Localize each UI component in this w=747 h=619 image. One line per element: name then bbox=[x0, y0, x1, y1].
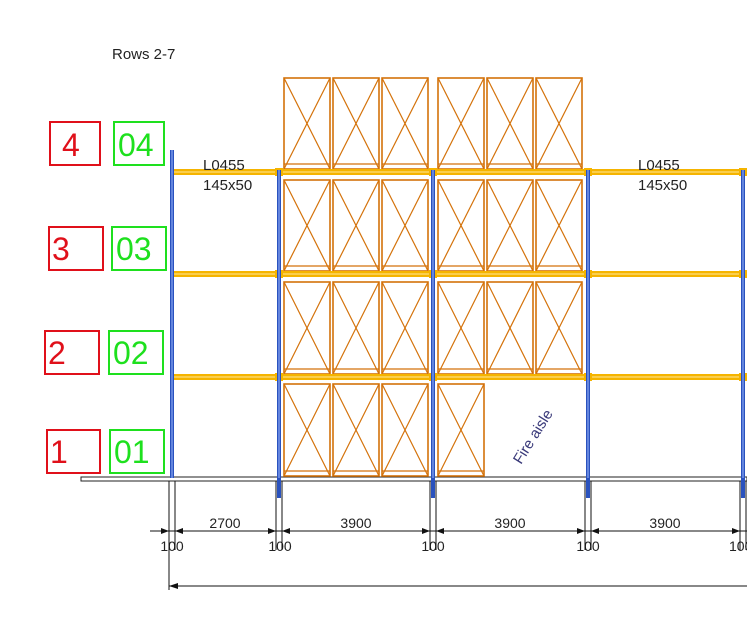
level-number-box bbox=[48, 226, 104, 271]
pallet-diagonal bbox=[535, 281, 583, 375]
uprights bbox=[170, 150, 745, 498]
pallet-diagonal bbox=[332, 383, 380, 477]
level-code: 01 bbox=[114, 434, 150, 470]
level-number: 3 bbox=[52, 231, 70, 267]
beams bbox=[172, 168, 747, 381]
level-number: 1 bbox=[50, 434, 68, 470]
pallet-diagonal bbox=[381, 179, 429, 272]
pallet-diagonal bbox=[381, 383, 429, 477]
level-number-box bbox=[44, 330, 100, 375]
dimension-arrow bbox=[169, 583, 178, 589]
drawing-title: Rows 2-7 bbox=[112, 46, 175, 63]
pallet-diagonal bbox=[486, 281, 534, 375]
dimension-arrow bbox=[577, 528, 585, 534]
dimension-arrow bbox=[282, 528, 290, 534]
pallet-diagonal bbox=[486, 179, 534, 272]
pallet-diagonal bbox=[283, 179, 331, 272]
upright-width-label: 100 bbox=[160, 538, 184, 554]
pallet-diagonal bbox=[437, 179, 485, 272]
level-code: 03 bbox=[116, 231, 152, 267]
level-marker-2: 2 02 bbox=[44, 330, 164, 375]
pallet-diagonal bbox=[535, 77, 583, 170]
dimension-lines: 2700 3900 3900 3900 100 100 100 100 100 bbox=[150, 481, 747, 590]
level-code-box bbox=[108, 330, 164, 375]
beam-code: L0455 bbox=[638, 157, 680, 174]
beam-label-left: L0455 145x50 bbox=[203, 157, 252, 194]
level-number: 4 bbox=[62, 127, 80, 163]
fire-aisle-label: Fire aisle bbox=[510, 406, 557, 467]
upright-width-label: 100 bbox=[268, 538, 292, 554]
level-marker-4: 4 04 bbox=[49, 121, 165, 166]
level-code-box bbox=[111, 226, 167, 271]
upright-width-label: 100 bbox=[576, 538, 600, 554]
pallet-diagonal bbox=[332, 77, 380, 170]
level-code: 04 bbox=[118, 127, 154, 163]
bay-width-label: 2700 bbox=[209, 515, 240, 531]
dimension-arrow bbox=[591, 528, 599, 534]
level-code-box bbox=[113, 121, 165, 166]
floor-line bbox=[80, 476, 747, 482]
pallet-diagonal bbox=[535, 179, 583, 272]
pallet-diagonal bbox=[381, 281, 429, 375]
pallet-diagonal bbox=[283, 383, 331, 477]
pallet-diagonal bbox=[332, 281, 380, 375]
dimension-arrow bbox=[268, 528, 276, 534]
dimension-arrow bbox=[436, 528, 444, 534]
level-markers: 4 04 3 03 2 02 1 01 bbox=[44, 121, 167, 474]
pallet-outline bbox=[437, 383, 485, 477]
beam-size: 145x50 bbox=[638, 177, 687, 194]
pallet-diagonal bbox=[437, 383, 485, 477]
level-code-box bbox=[109, 429, 165, 474]
dimension-arrow bbox=[175, 528, 183, 534]
pallet-outline bbox=[283, 383, 331, 477]
level-number: 2 bbox=[48, 335, 66, 371]
bay-width-label: 3900 bbox=[494, 515, 525, 531]
level-marker-1: 1 01 bbox=[46, 429, 165, 474]
level-code: 02 bbox=[113, 335, 149, 371]
beam-size: 145x50 bbox=[203, 177, 252, 194]
dimension-arrow bbox=[161, 528, 169, 534]
pallet-diagonal bbox=[486, 77, 534, 170]
upright-width-label: 100 bbox=[421, 538, 445, 554]
pallet-diagonal bbox=[381, 77, 429, 170]
level-number-box bbox=[46, 429, 101, 474]
pallet-outline bbox=[332, 383, 380, 477]
level-number-box bbox=[49, 121, 101, 166]
dimension-arrow bbox=[732, 528, 740, 534]
bay-width-label: 3900 bbox=[649, 515, 680, 531]
pallet-diagonal bbox=[437, 77, 485, 170]
pallet-outline bbox=[381, 383, 429, 477]
pallet-diagonal bbox=[283, 281, 331, 375]
level-marker-3: 3 03 bbox=[48, 226, 167, 271]
beam-code: L0455 bbox=[203, 157, 245, 174]
upright-width-label: 100 bbox=[729, 538, 747, 554]
dimension-arrow bbox=[422, 528, 430, 534]
pallet-diagonal bbox=[437, 281, 485, 375]
beam-label-right: L0455 145x50 bbox=[638, 157, 687, 194]
pallet-diagonal bbox=[283, 77, 331, 170]
pallet-diagonal bbox=[332, 179, 380, 272]
bay-width-label: 3900 bbox=[340, 515, 371, 531]
